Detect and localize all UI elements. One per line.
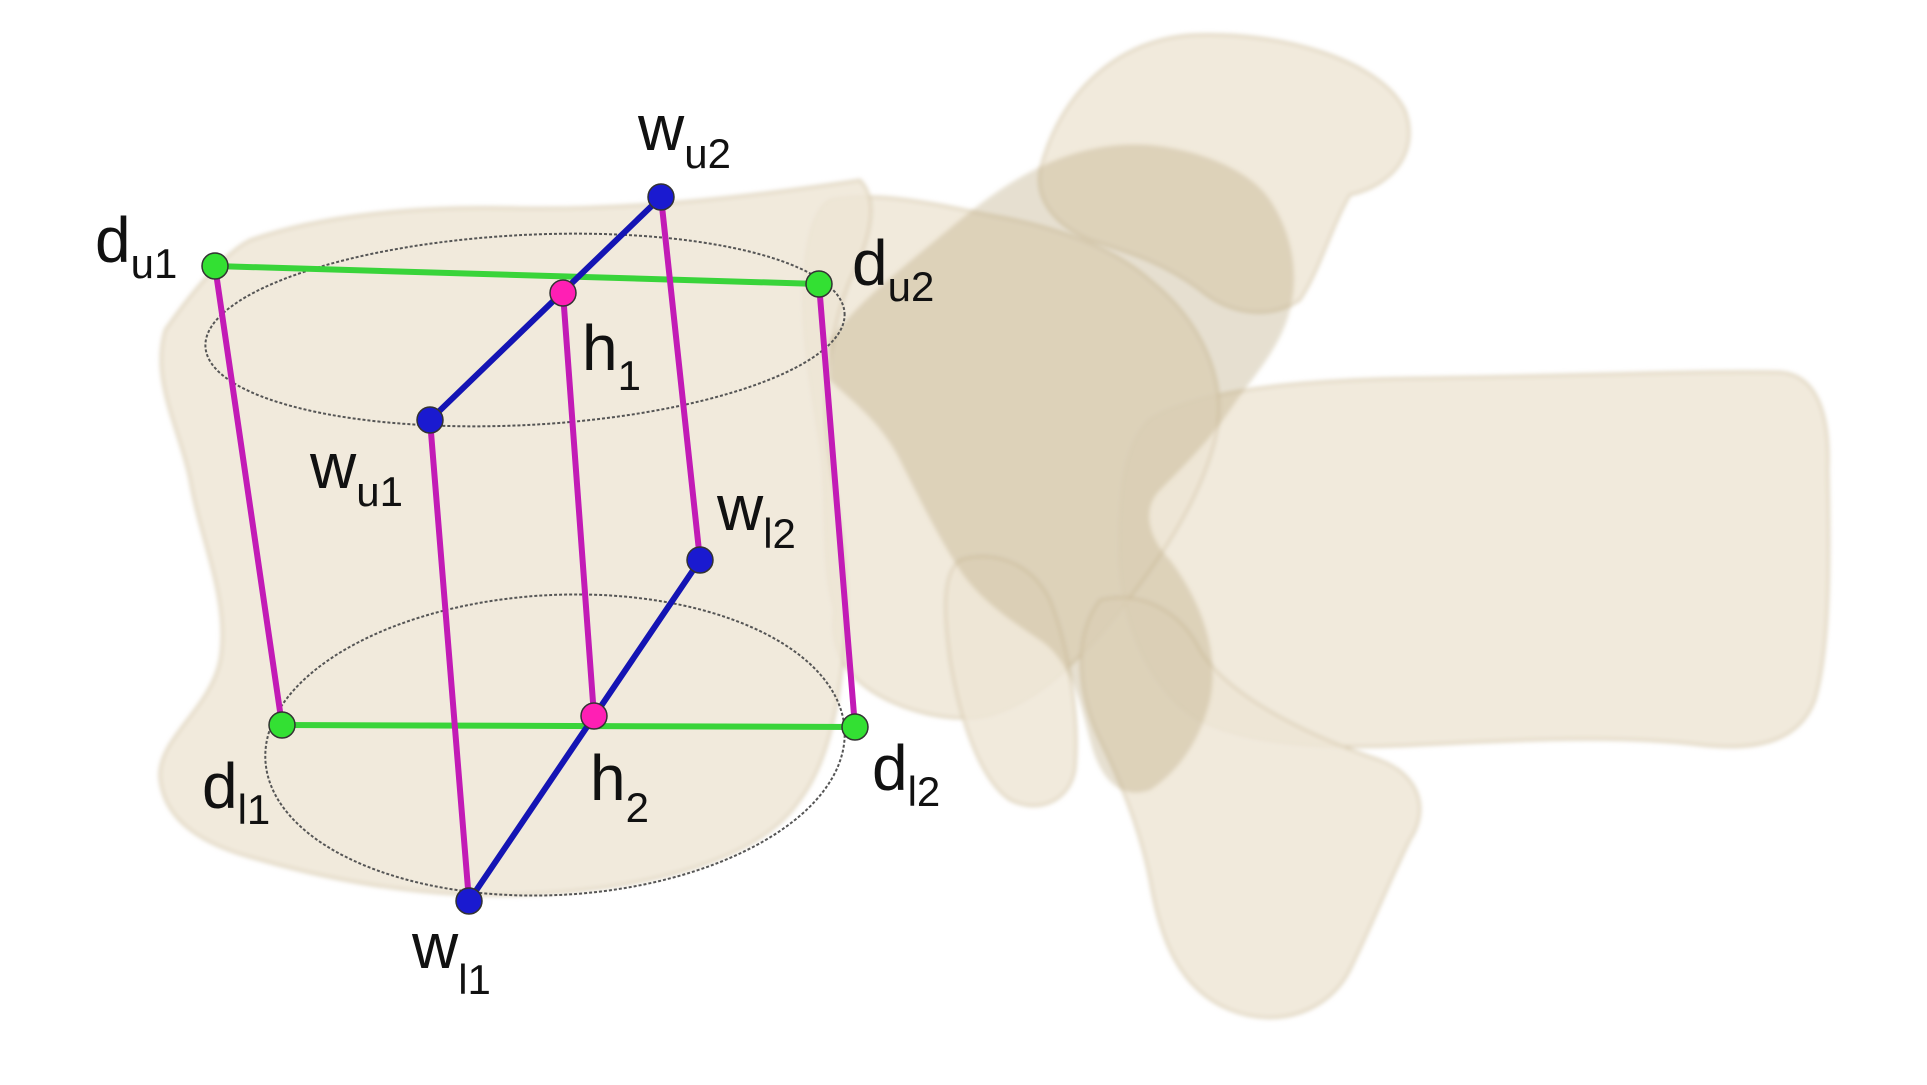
point-wl1 xyxy=(455,887,483,915)
vertebral-body-shape xyxy=(158,178,872,897)
point-h2 xyxy=(580,702,608,730)
label-h1: h1 xyxy=(582,312,641,399)
point-du1 xyxy=(201,252,229,280)
lower-depth-line xyxy=(279,722,858,730)
label-du2: du2 xyxy=(852,227,934,310)
label-wl2: wl2 xyxy=(716,472,796,557)
upper-depth-line xyxy=(212,263,822,287)
height-line-h xyxy=(560,290,597,719)
point-dl1 xyxy=(268,711,296,739)
measurement-points xyxy=(201,183,869,915)
label-dl1: dl1 xyxy=(202,750,270,833)
height-line-d2 xyxy=(816,281,858,730)
label-wu1: wu1 xyxy=(309,430,403,515)
height-line-d1 xyxy=(212,263,285,728)
point-wu1 xyxy=(416,406,444,434)
label-dl2: dl2 xyxy=(872,732,940,815)
label-h2: h2 xyxy=(590,742,649,831)
label-wu2: wu2 xyxy=(637,92,731,177)
label-wl1: wl1 xyxy=(411,910,491,1003)
measurement-lines xyxy=(212,194,858,904)
height-line-w1 xyxy=(427,417,472,904)
point-h1 xyxy=(549,279,577,307)
upper-width-line xyxy=(427,194,664,423)
vertebra-shadow xyxy=(830,144,1294,793)
point-du2 xyxy=(805,270,833,298)
height-line-w2 xyxy=(658,194,703,563)
point-dl2 xyxy=(841,713,869,741)
point-wl2 xyxy=(686,546,714,574)
point-labels: du1 du2 dl1 dl2 wu1 wu2 wl1 wl2 h1 h2 xyxy=(95,92,940,1003)
lamina-shadow xyxy=(830,144,1294,793)
label-du1: du1 xyxy=(95,204,177,287)
lower-width-line xyxy=(466,557,703,904)
point-wu2 xyxy=(647,183,675,211)
upper-endplate-outline xyxy=(204,232,846,428)
